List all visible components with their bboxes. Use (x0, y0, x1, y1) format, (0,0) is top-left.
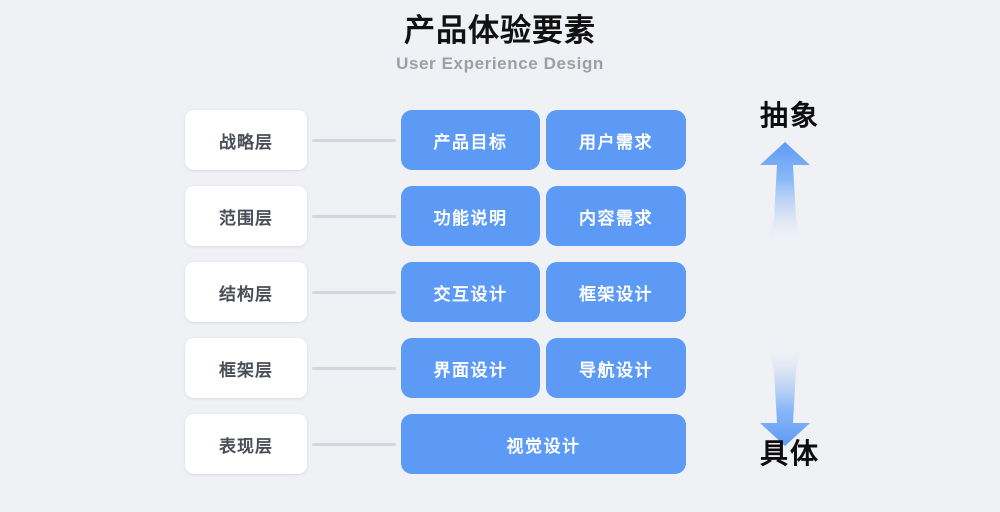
layer-label-scope: 范围层 (185, 186, 307, 246)
element-card[interactable]: 用户需求 (546, 110, 686, 170)
element-card[interactable]: 内容需求 (546, 186, 686, 246)
diagram-row: 框架层 界面设计 导航设计 (0, 338, 1000, 398)
element-card[interactable]: 产品目标 (401, 110, 540, 170)
connector-line (312, 215, 396, 218)
element-card[interactable]: 导航设计 (546, 338, 686, 398)
element-card[interactable]: 功能说明 (401, 186, 540, 246)
page-title: 产品体验要素 (404, 13, 596, 48)
layer-label-surface: 表现层 (185, 414, 307, 474)
diagram-row: 结构层 交互设计 框架设计 (0, 262, 1000, 322)
connector-line (312, 367, 396, 370)
diagram-row: 范围层 功能说明 内容需求 (0, 186, 1000, 246)
element-card[interactable]: 视觉设计 (401, 414, 686, 474)
axis-label-abstract: 抽象 (760, 100, 821, 131)
element-card[interactable]: 交互设计 (401, 262, 540, 322)
arrow-up-icon (760, 142, 810, 240)
layer-label-structure: 结构层 (185, 262, 307, 322)
element-card[interactable]: 框架设计 (546, 262, 686, 322)
arrow-down-icon (760, 348, 810, 446)
connector-line (312, 291, 396, 294)
page-header: 产品体验要素 User Experience Design (0, 12, 1000, 76)
layer-label-skeleton: 框架层 (185, 338, 307, 398)
diagram-row: 表现层 视觉设计 (0, 414, 1000, 474)
page-subtitle: User Experience Design (396, 54, 604, 73)
connector-line (312, 443, 396, 446)
axis-label-concrete: 具体 (760, 438, 821, 469)
layer-label-strategy: 战略层 (185, 110, 307, 170)
abstraction-axis: 抽象 具体 (700, 0, 1000, 512)
diagram-row: 战略层 产品目标 用户需求 (0, 110, 1000, 170)
connector-line (312, 139, 396, 142)
element-card[interactable]: 界面设计 (401, 338, 540, 398)
